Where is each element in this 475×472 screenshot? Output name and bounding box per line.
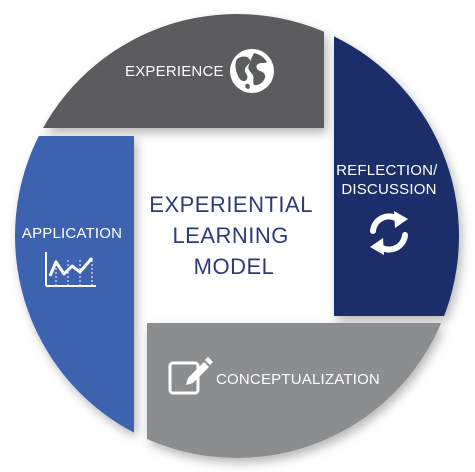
reflection-label-line-2: DISCUSSION [341,181,436,198]
globe-icon [230,49,274,93]
application-label: APPLICATION [22,225,122,242]
title-line-1: EXPERIENTIAL [149,192,312,217]
reflection-label-line-1: REFLECTION/ [336,162,438,179]
edit-note-icon [168,357,213,395]
reflection-label: REFLECTION/ DISCUSSION [336,162,442,198]
application-segment [15,136,134,458]
conceptualization-label: CONCEPTUALIZATION [216,371,380,388]
title-line-2: LEARNING [172,223,288,248]
experience-label: EXPERIENCE [125,63,224,80]
line-chart-icon [45,252,96,287]
refresh-arrows-icon [370,211,408,255]
title-line-3: MODEL [194,254,275,279]
diagram-title: EXPERIENTIAL LEARNING MODEL [149,192,319,279]
